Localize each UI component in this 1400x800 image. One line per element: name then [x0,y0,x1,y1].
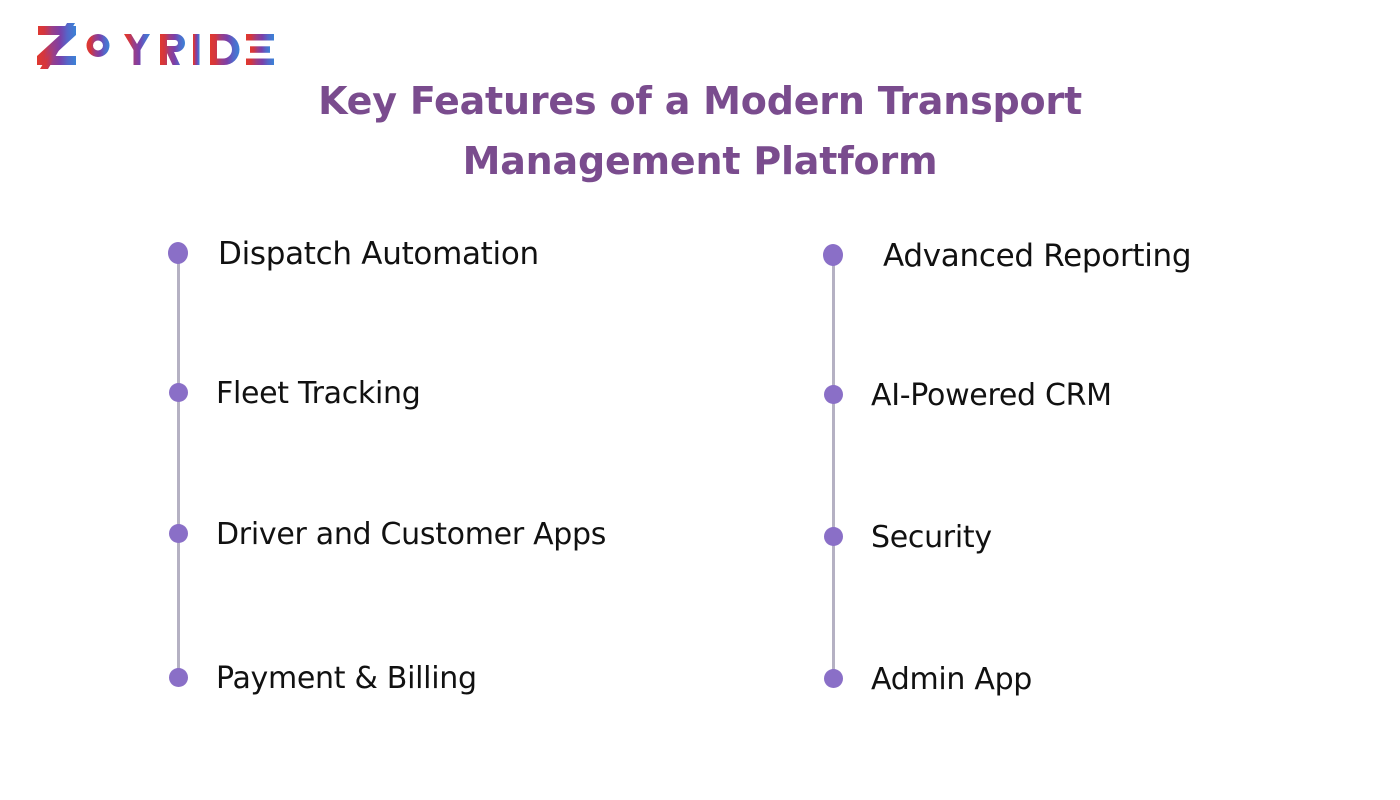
timeline-dot-icon [168,242,188,264]
timeline-rail-left [177,254,180,682]
page-title: Key Features of a Modern Transport Manag… [300,71,1100,191]
timeline-rail-right [832,256,835,682]
timeline-dot-icon [824,527,843,546]
feature-label: Advanced Reporting [883,238,1192,274]
feature-label: Fleet Tracking [216,376,421,411]
timeline-dot-icon [823,244,843,266]
feature-label: Dispatch Automation [218,236,539,272]
page-title-line-2: Management Platform [462,139,938,184]
feature-label: Payment & Billing [216,661,477,696]
feature-label: Driver and Customer Apps [216,517,607,552]
zoyride-logo[interactable] [34,22,274,70]
feature-label: AI-Powered CRM [871,378,1112,413]
timeline-dot-icon [824,669,843,688]
timeline-dot-icon [169,524,188,543]
timeline-dot-icon [824,385,843,404]
timeline-dot-icon [169,383,188,402]
feature-label: Admin App [871,662,1033,697]
zoyride-logo-mark [37,23,274,69]
page-title-line-1: Key Features of a Modern Transport [318,79,1082,124]
feature-column-left: Dispatch Automation Fleet Tracking Drive… [150,220,750,720]
feature-column-right: Advanced Reporting AI-Powered CRM Securi… [805,220,1365,720]
timeline-dot-icon [169,668,188,687]
feature-label: Security [871,520,992,555]
